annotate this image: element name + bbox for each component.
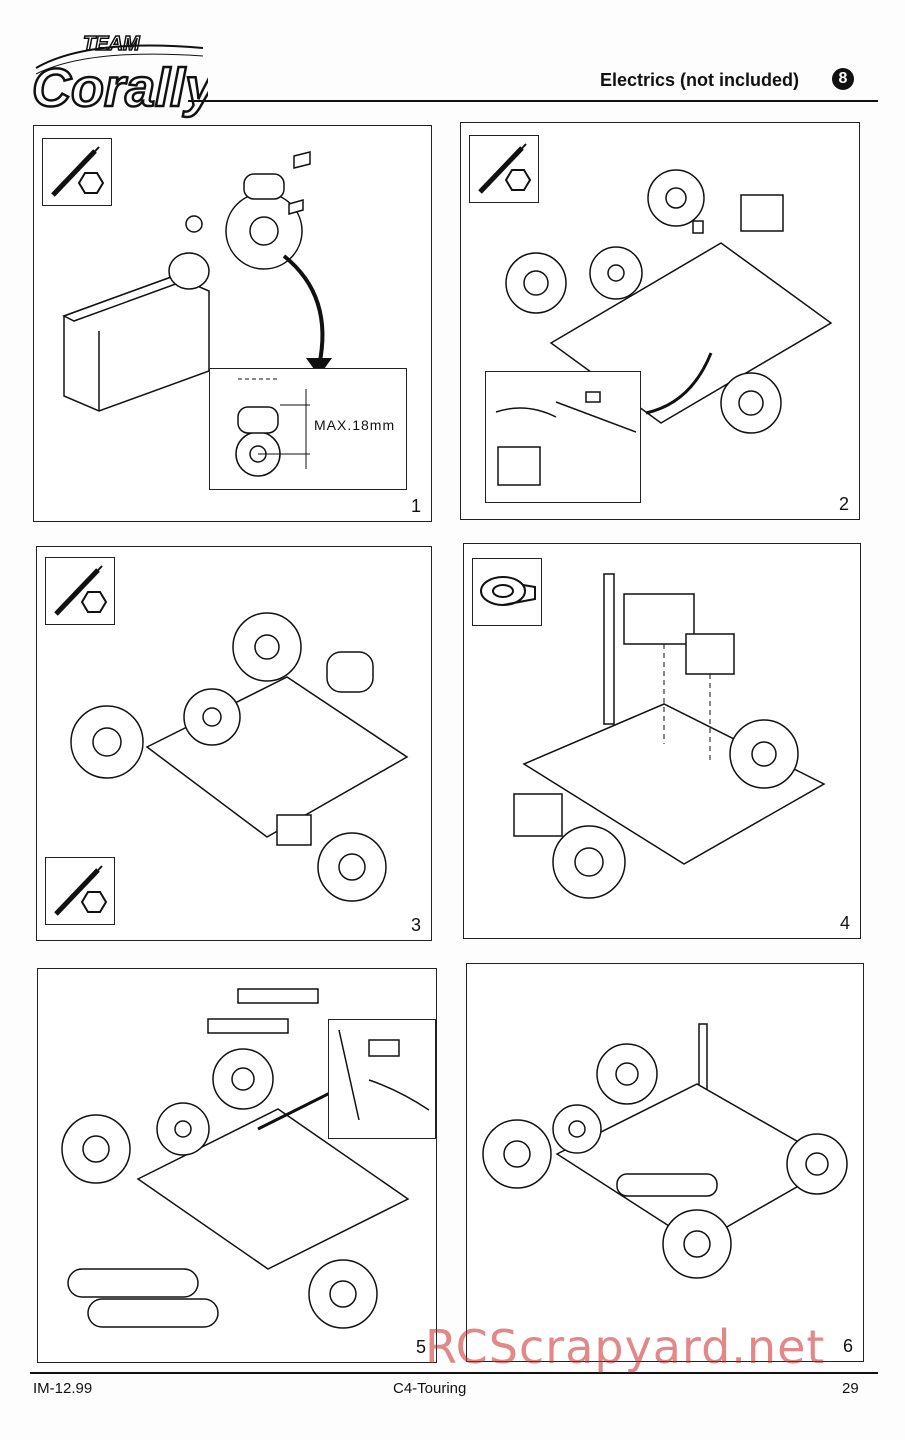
battery-strap-detail-inset — [328, 1019, 436, 1139]
step-panel-3: 3 — [36, 546, 432, 941]
footer-divider — [30, 1372, 878, 1374]
screwdriver-hex-tool-icon — [469, 135, 539, 203]
completed-chassis-drawing — [482, 1023, 848, 1279]
team-corally-logo: TEAM Corally — [31, 32, 208, 119]
section-number-badge: 8 — [832, 68, 854, 90]
motor-install-drawing — [70, 612, 409, 902]
screwdriver-hex-tool-icon — [45, 557, 115, 625]
step-panel-2: 2 — [460, 122, 860, 520]
step-number: 4 — [839, 913, 850, 933]
max-dimension-label: MAX.18mm — [314, 417, 396, 433]
header-divider — [188, 100, 878, 102]
document-code: IM-12.99 — [33, 1380, 93, 1397]
step-number: 1 — [410, 496, 421, 516]
double-sided-tape-icon — [472, 558, 542, 626]
step-number: 6 — [842, 1336, 853, 1356]
page-number: 29 — [842, 1380, 859, 1397]
svg-text:TEAM: TEAM — [83, 33, 141, 55]
watermark-text: RCScrapyard.net — [425, 1320, 826, 1374]
step-panel-1: MAX.18mm 1 — [33, 125, 432, 522]
page-title: Electrics (not included) — [600, 70, 800, 90]
svg-text:Corally: Corally — [32, 58, 208, 118]
step-panel-5: 5 — [37, 968, 437, 1363]
servo-wiring-detail-inset — [485, 371, 641, 503]
screwdriver-hex-tool-icon — [42, 138, 112, 206]
receiver-speed-controller-install-drawing — [513, 573, 826, 899]
max-dimension-diagram — [235, 378, 310, 477]
step-panel-4: 4 — [463, 543, 861, 939]
step-number: 2 — [838, 494, 849, 514]
step-number: 5 — [415, 1337, 426, 1357]
battery-install-drawing — [61, 988, 410, 1329]
screwdriver-hex-tool-icon — [45, 857, 115, 925]
step-number: 3 — [410, 915, 421, 935]
model-name: C4-Touring — [393, 1380, 467, 1397]
servo-saver-detail-inset: MAX.18mm — [209, 368, 407, 490]
step-panel-6: 6 — [466, 963, 864, 1362]
